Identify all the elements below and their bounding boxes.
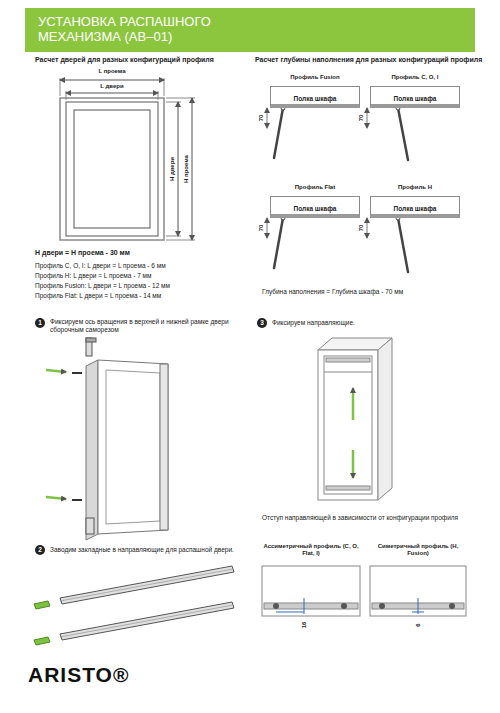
door-rods [274,108,408,272]
cabinet-shelf: Полка шкафа [270,196,360,218]
dimension-label: 70 [258,114,264,123]
dimension-label: H проема [183,154,189,184]
profile-heading: Симетричный профиль (H, Fusion) [368,543,468,557]
page-title: УСТАНОВКА РАСПАШНОГО МЕХАНИЗМА (AB–01) [38,15,278,45]
step-text: Фиксируем ось вращения в верхней и нижне… [50,318,250,334]
callout-number: 2 [38,547,42,554]
door-pivot-drawing [46,338,168,540]
formula: Профиль Flat: L двери = L проема - 14 мм [35,292,255,300]
profile-name: Профиль C, O, I [370,74,460,81]
step-text: Заводим закладные в направляющие для рас… [50,546,260,554]
dimension-label: 70 [358,224,364,233]
dimension-label: 6 [415,622,421,627]
step-text: Фиксируем направляющие. [272,319,472,327]
formula: Профиль C, O, I: L двери = L проема - 6 … [35,262,255,270]
profile-offset-drawing [262,566,466,616]
header-band [25,8,475,52]
profile-name: Профиль H [370,184,460,191]
cabinet-shelf: Полка шкафа [370,86,460,108]
section-heading: Расчет глубины наполнения для разных кон… [255,56,495,64]
dimension-label: 70 [258,224,264,233]
shelf-label: Полка шкафа [294,202,337,213]
callout-number: 1 [38,320,42,327]
door-drawing [60,78,195,240]
callout-number: 3 [260,320,264,327]
cabinet-shelf: Полка шкафа [370,196,460,218]
formula: Профиль H: L двери = L проема - 7 мм [35,272,255,280]
cabinet-shelf: Полка шкафа [270,86,360,108]
profile-name: Профиль Flat [270,184,360,191]
profile-name: Профиль Fusion [270,74,360,81]
cabinet-drawing [318,338,392,500]
shelf-label: Полка шкафа [394,202,437,213]
section-heading: Расчет дверей для разных конфигураций пр… [35,56,255,64]
shelf-label: Полка шкафа [394,92,437,103]
guide-rails [34,566,234,645]
shelf-label: Полка шкафа [294,92,337,103]
dimension-label: L проема [60,68,164,75]
step-circles [35,318,267,555]
dimension-label: L двери [66,83,158,90]
dimension-label: 16 [301,621,307,630]
formula: Глубина наполнения = Глубина шкафа - 70 … [262,288,482,296]
profile-heading: Ассиметричный профиль (C, O, Flat, I) [262,543,360,557]
formula: Профиль Fusion: L двери = L проема - 12 … [35,282,255,290]
formula: H двери = H проема - 30 мм [35,249,255,257]
dimension-label: H двери [169,156,175,182]
dimension-label: 70 [358,114,364,123]
depth-dimensions [267,108,367,238]
brand-logo: ARISTO® [28,662,129,687]
note: Отступ направляющей в зависимости от кон… [262,514,487,522]
